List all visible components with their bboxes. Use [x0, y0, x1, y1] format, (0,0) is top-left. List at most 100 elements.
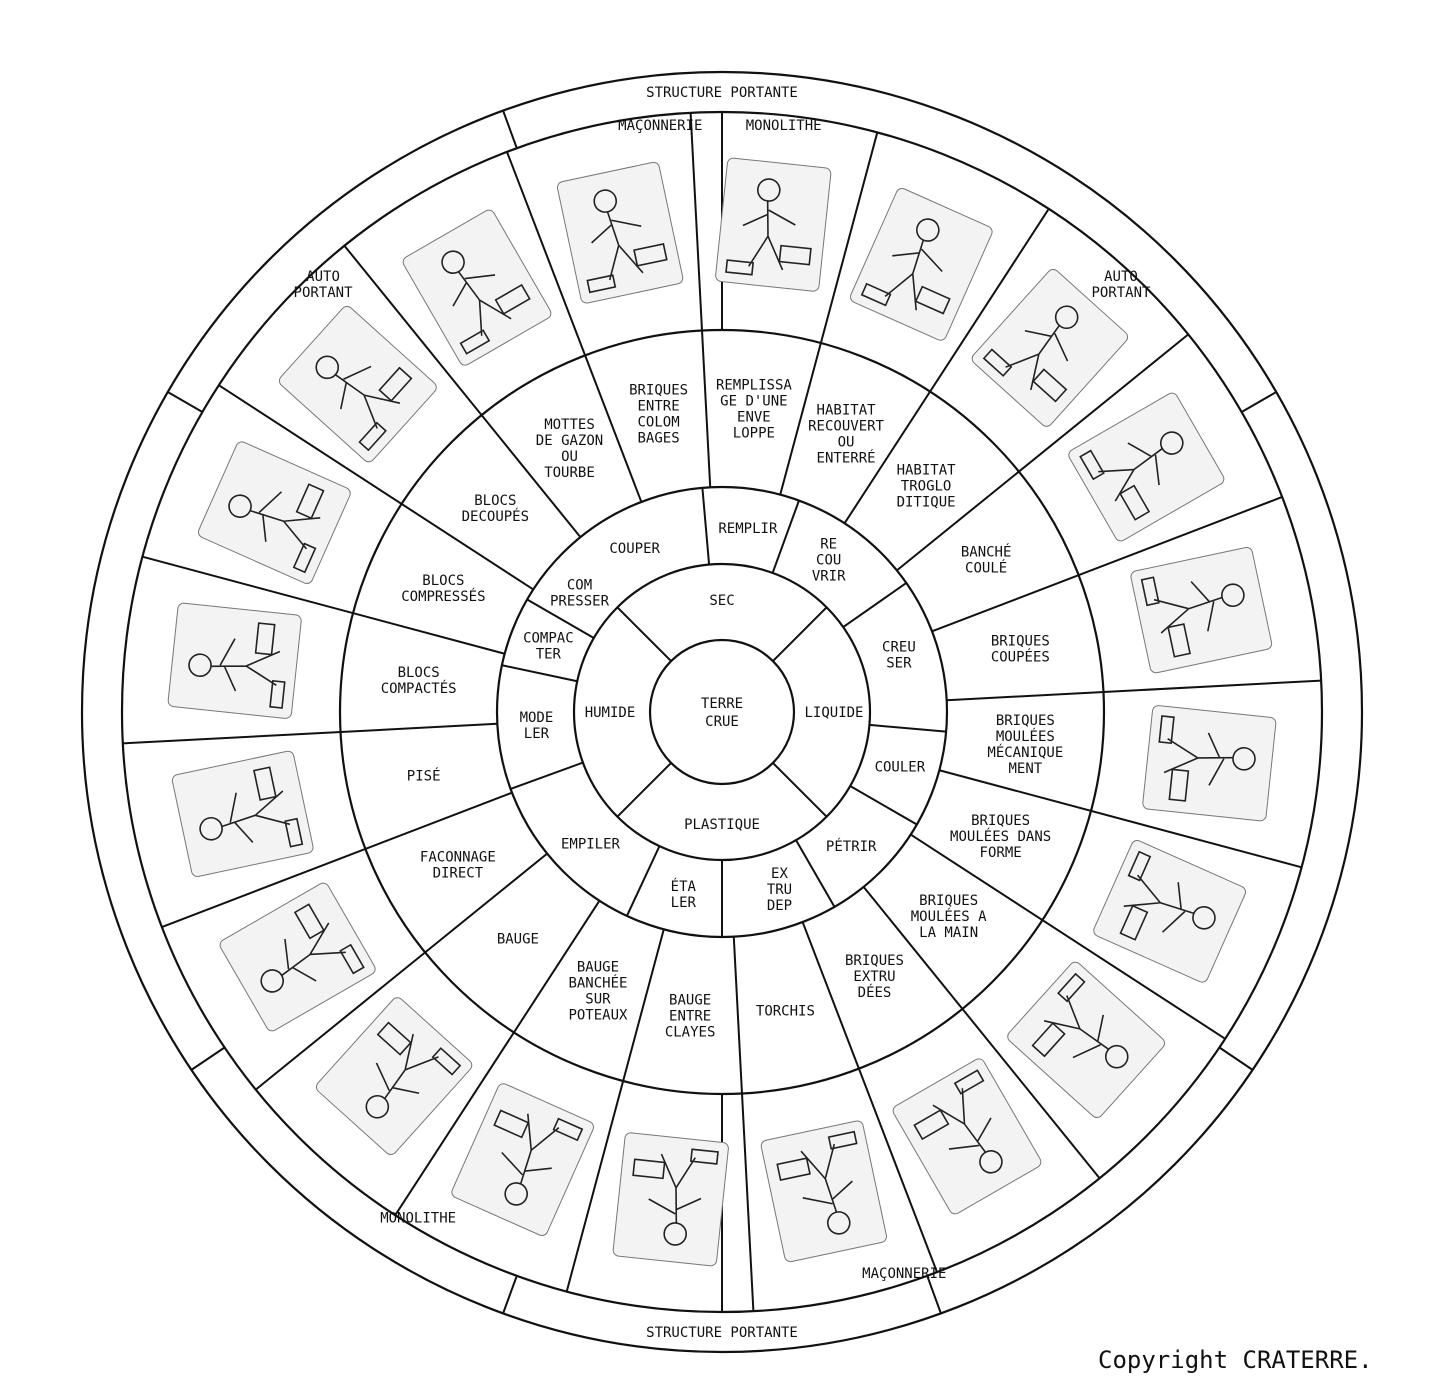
illustration-frame [197, 440, 353, 585]
illustration-7 [1092, 839, 1248, 984]
action-divider-10 [502, 665, 577, 681]
action-divider-3 [843, 583, 906, 627]
outer-divider-5 [503, 1276, 517, 1314]
technique-10: TORCHIS [756, 1003, 815, 1019]
copyright-notice: Copyright CRATERRE. [1098, 1346, 1373, 1374]
label-monolithe-top: MONOLITHE [746, 118, 822, 134]
technique-20: BRIQUESENTRECOLOMBAGES [629, 383, 688, 447]
illustration-18 [277, 304, 439, 464]
action-couler: COULER [875, 759, 926, 775]
state-humide: HUMIDE [585, 705, 636, 721]
illustration-frame [556, 161, 684, 304]
state-plastique: PLASTIQUE [684, 817, 760, 833]
technique-9: BRIQUESEXTRUDÉES [845, 953, 904, 1001]
label-monolithe-bottom: MONOLITHE [380, 1211, 456, 1227]
illustration-17 [197, 440, 353, 585]
illustration-10 [760, 1120, 888, 1263]
label-structure-portante-bottom: STRUCTURE PORTANTE [646, 1325, 798, 1341]
illustration-15 [171, 750, 314, 878]
action-divider-9 [511, 763, 583, 789]
illustration-frame [760, 1120, 888, 1263]
illustration-20 [556, 161, 684, 304]
illustration-frame [168, 603, 302, 719]
action-divider-5 [850, 786, 917, 825]
illustration-13 [314, 995, 474, 1157]
illustration-11 [613, 1132, 729, 1266]
illustration-1 [715, 158, 831, 292]
action-divider-1 [702, 488, 709, 565]
illustration-frame [450, 1082, 595, 1238]
technique-12: BAUGEBANCHÉESURPOTEAUX [568, 960, 628, 1024]
label-maconnerie-bottom: MAÇONNERIE [862, 1266, 946, 1282]
illustration-2 [849, 187, 994, 343]
outer-divider-6 [191, 1048, 224, 1070]
technique-divider-1 [691, 113, 711, 487]
illustration-6 [1142, 705, 1276, 821]
ring-1 [650, 640, 794, 784]
illustration-16 [168, 603, 302, 719]
action-étaler: ÉTALER [671, 878, 697, 911]
illustration-frame [1130, 546, 1273, 674]
outer-divider-7 [168, 392, 203, 412]
action-pétrir: PÉTRIR [826, 838, 877, 855]
outer-divider-3 [1219, 1048, 1252, 1070]
ring-4 [340, 330, 1104, 1094]
illustration-frame [277, 304, 439, 464]
technique-16: BLOCSCOMPACTÉS [381, 665, 457, 697]
action-empiler: EMPILER [561, 837, 621, 853]
illustration-frame [613, 1132, 729, 1266]
technique-15: PISÉ [407, 767, 441, 784]
label-maconnerie-top: MAÇONNERIE [618, 118, 702, 134]
illustration-frame [314, 995, 474, 1157]
technique-14: FACONNAGEDIRECT [420, 850, 496, 882]
state-sec: SEC [709, 593, 734, 609]
technique-17: BLOCSCOMPRESSÉS [401, 573, 485, 605]
illustration-frame [849, 187, 994, 343]
illustration-frame [1142, 705, 1276, 821]
label-structure-portante-top: STRUCTURE PORTANTE [646, 85, 798, 101]
action-couper: COUPER [609, 541, 660, 557]
illustration-5 [1130, 546, 1273, 674]
state-divider-4 [617, 607, 671, 661]
technique-6: BRIQUESMOULÉESMÉCANIQUEMENT [987, 713, 1063, 777]
technique-5: BRIQUESCOUPÉES [991, 634, 1050, 666]
illustration-frame [715, 158, 831, 292]
technique-divider-11 [734, 937, 754, 1311]
illustration-frame [171, 750, 314, 878]
action-remplir: REMPLIR [718, 521, 778, 537]
illustration-frame [1005, 960, 1167, 1120]
illustration-frame [1092, 839, 1248, 984]
illustration-8 [1005, 960, 1167, 1120]
technique-3: HABITATTROGLODITIQUE [897, 462, 957, 510]
state-divider-2 [773, 763, 827, 817]
action-extrudep: EXTRUDEP [767, 866, 792, 914]
action-modeler: MODELER [520, 710, 554, 742]
outer-divider-1 [503, 111, 517, 149]
outer-divider-2 [1242, 392, 1277, 412]
action-divider-8 [627, 846, 660, 916]
technique-divider-6 [947, 681, 1321, 701]
state-liquide: LIQUIDE [804, 705, 863, 721]
state-divider-1 [773, 607, 827, 661]
state-divider-3 [617, 763, 671, 817]
action-divider-4 [869, 725, 946, 732]
technique-divider-16 [123, 724, 497, 744]
action-compacter: COMPACTER [523, 630, 574, 662]
technique-13: BAUGE [497, 932, 539, 948]
illustration-12 [450, 1082, 595, 1238]
